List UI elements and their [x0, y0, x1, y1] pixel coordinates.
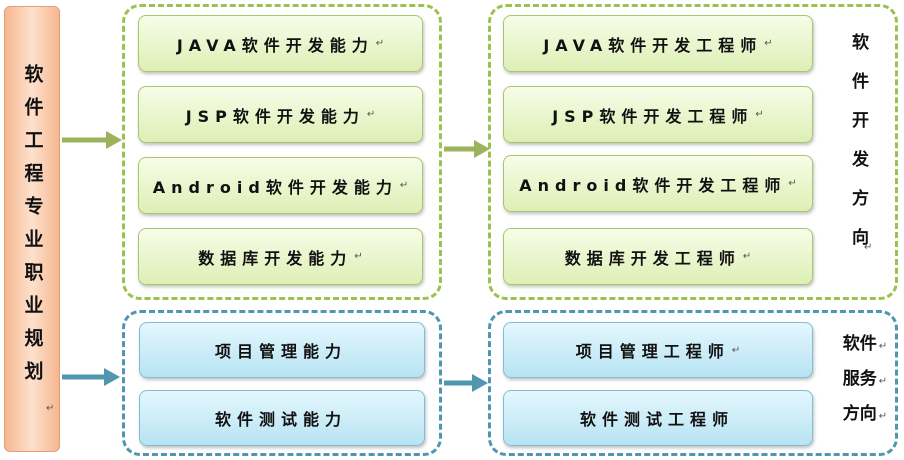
- dev-direction-label: 软件开发方向: [848, 33, 868, 267]
- service-direction-line3: 方向↵: [842, 404, 888, 424]
- node-software-testing-skill: 软件测试能力: [139, 390, 425, 446]
- node-java-engineer: JAVA软件开发工程师↵: [503, 15, 813, 72]
- service-direction-label: 软件↵ 服务↵ 方向↵: [834, 328, 896, 433]
- group-dev-roles: [488, 4, 898, 300]
- node-android-skill: Android软件开发能力↵: [138, 157, 423, 214]
- group-service-skills: [122, 310, 442, 456]
- arrow-dev-skills-to-roles: [444, 140, 490, 158]
- node-android-engineer: Android软件开发工程师↵: [503, 155, 813, 212]
- arrow-root-to-dev: [62, 131, 122, 149]
- node-project-management-skill: 项目管理能力: [139, 322, 425, 378]
- node-java-skill: JAVA软件开发能力↵: [138, 15, 423, 72]
- node-software-testing-engineer: 软件测试工程师: [503, 390, 813, 446]
- root-label: 软件工程专业职业规划: [21, 64, 44, 394]
- root-node: 软件工程专业职业规划: [4, 6, 60, 452]
- node-jsp-engineer: JSP软件开发工程师↵: [503, 86, 813, 143]
- service-direction-line2: 服务↵: [842, 369, 888, 389]
- arrow-root-to-service: [62, 368, 120, 386]
- service-direction-line1: 软件↵: [842, 334, 888, 354]
- group-dev-skills: [122, 4, 442, 300]
- node-jsp-skill: JSP软件开发能力↵: [138, 86, 423, 143]
- arrow-service-skills-to-roles: [444, 374, 488, 392]
- dev-direction-return-mark: ↵: [864, 242, 873, 253]
- root-return-mark: ↵: [46, 403, 55, 414]
- group-service-roles: [488, 310, 898, 456]
- node-database-skill: 数据库开发能力↵: [138, 228, 423, 285]
- node-project-management-engineer: 项目管理工程师↵: [503, 322, 813, 378]
- node-database-engineer: 数据库开发工程师↵: [503, 228, 813, 285]
